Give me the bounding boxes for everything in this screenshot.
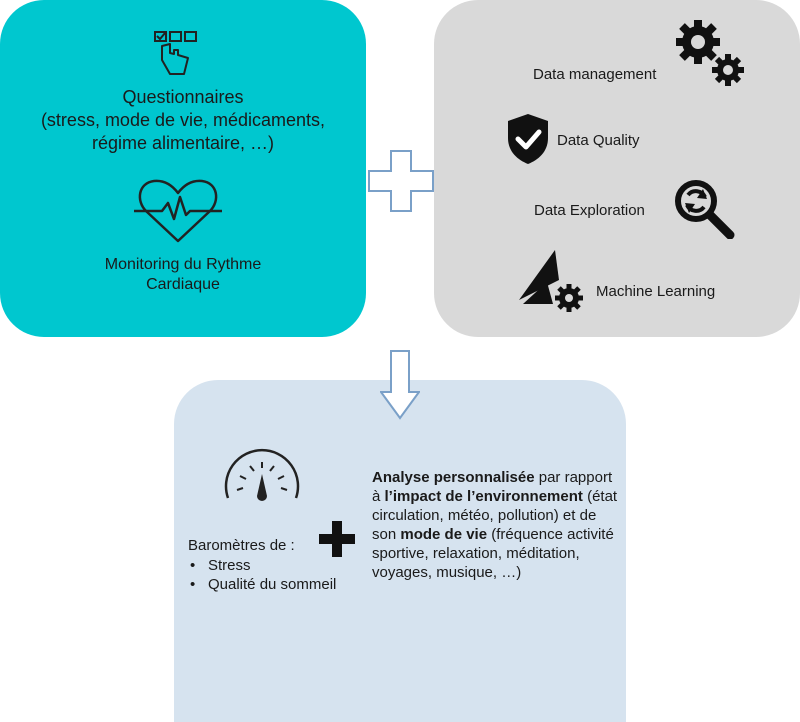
- gears-icon: [676, 20, 744, 86]
- search-refresh-icon: [675, 180, 735, 239]
- checklist-touch-icon: [154, 31, 197, 75]
- analysis-text-2: par rapport à: [372, 469, 613, 505]
- heartbeat-icon: [134, 179, 222, 243]
- analysis-text-6: (fréquence activité sportive, relaxation…: [372, 526, 614, 581]
- monitoring-line1: Monitoring du Rythme: [104, 256, 262, 273]
- gauge-icon: [224, 448, 300, 501]
- barometre-item-sommeil: Qualité du sommeil: [190, 575, 336, 594]
- barometres-list: Stress Qualité du sommeil: [190, 556, 336, 594]
- results-panel: [174, 380, 626, 722]
- machine-learning-label: Machine Learning: [596, 283, 716, 300]
- down-arrow-icon: [380, 350, 420, 420]
- monitoring-line2: Cardiaque: [146, 276, 220, 293]
- analysis-text-4: (état circulation, météo, pollution) et …: [372, 488, 618, 543]
- plus-outline-icon: [368, 150, 434, 212]
- shield-check-icon: [508, 114, 548, 164]
- data-management-label: Data management: [533, 66, 657, 83]
- plus-solid-icon: [319, 521, 355, 557]
- analysis-text: Analyse personnalisée par rapport à l’im…: [372, 468, 620, 582]
- analysis-bold-3: l’impact de l’environnement: [384, 488, 583, 505]
- data-exploration-label: Data Exploration: [534, 202, 645, 219]
- questionnaire-title: Questionnaires: [122, 87, 244, 107]
- data-quality-label: Data Quality: [557, 132, 640, 149]
- analysis-bold-5: mode de vie: [400, 526, 488, 543]
- questionnaire-line2: (stress, mode de vie, médicaments,: [40, 110, 326, 130]
- machine-learning-icon: [519, 250, 583, 312]
- processing-panel: [434, 0, 800, 337]
- barometres-title: Baromètres de :: [188, 537, 295, 554]
- questionnaire-line3: régime alimentaire, …): [91, 133, 275, 153]
- barometre-item-stress: Stress: [190, 556, 336, 575]
- analysis-bold-1: Analyse personnalisée: [372, 469, 535, 486]
